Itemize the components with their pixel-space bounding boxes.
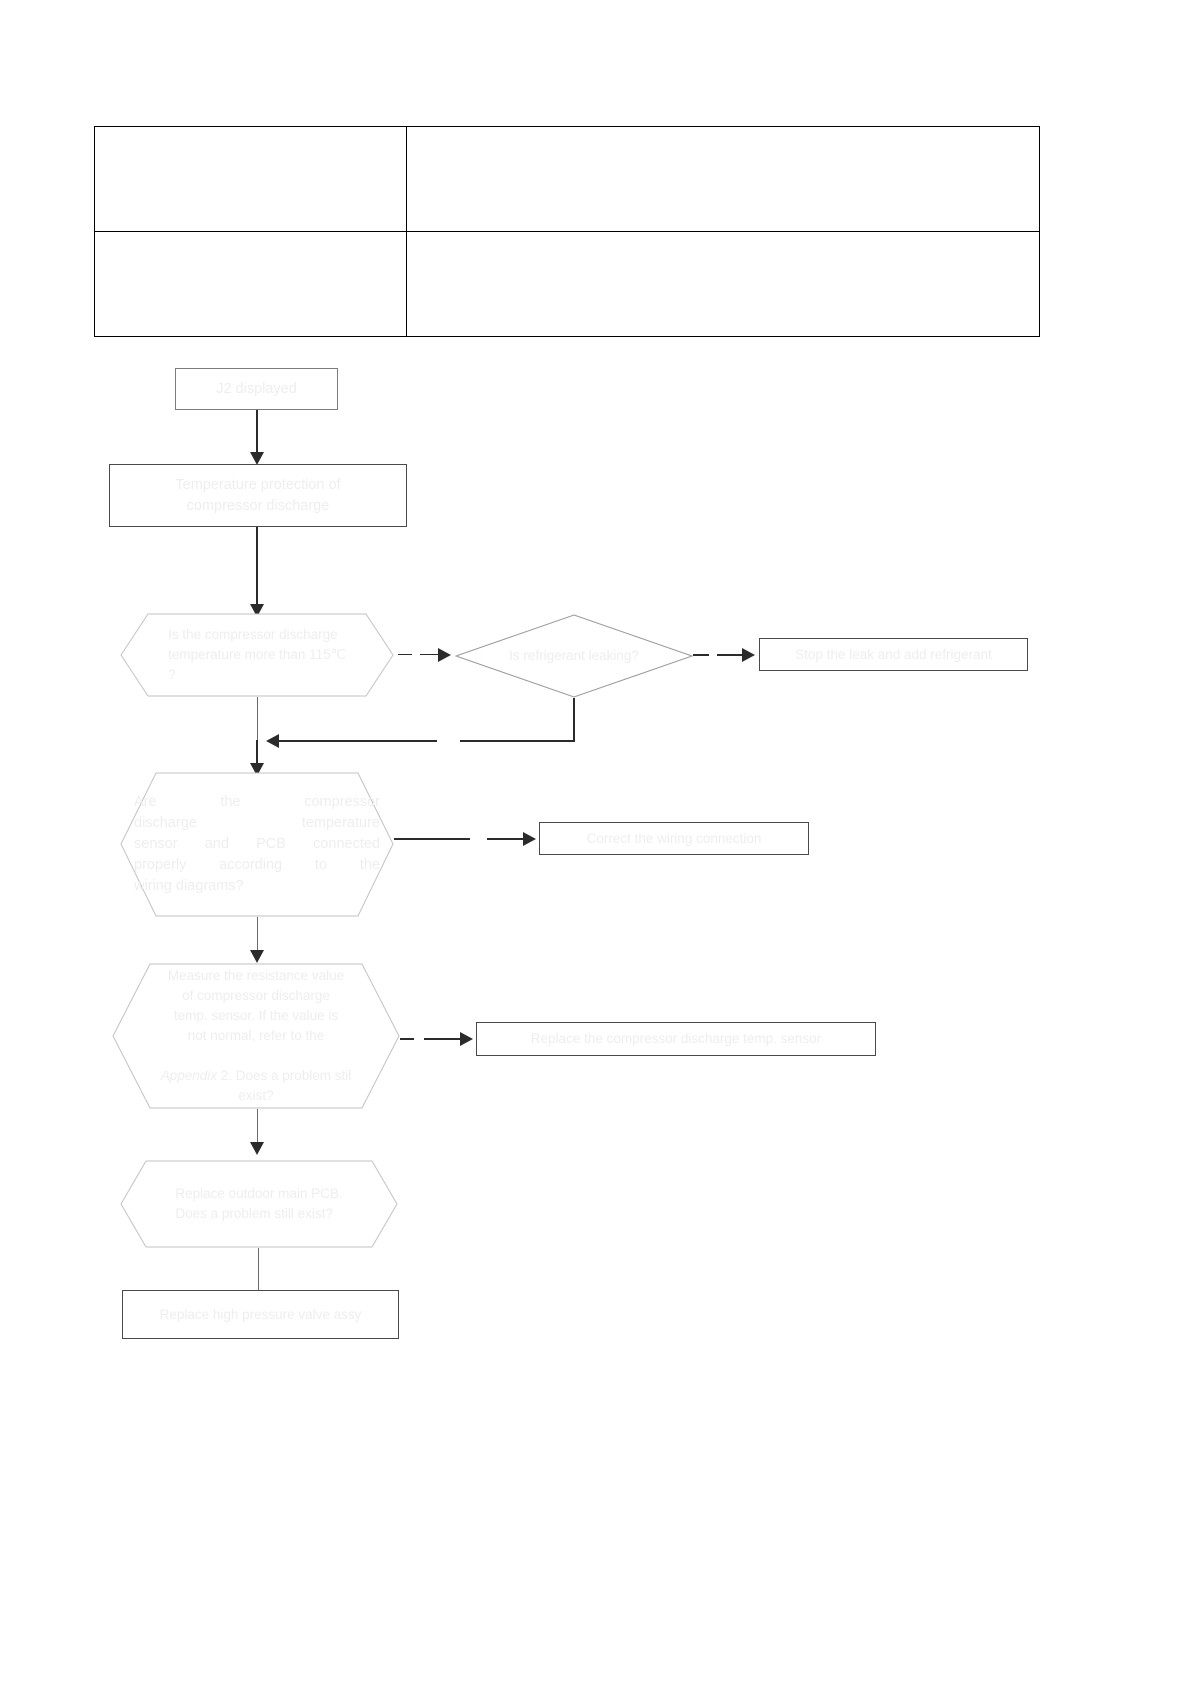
node-question-sensor-resistance[interactable]: Measure the resistance value of compress… — [112, 963, 400, 1109]
node-action-correct-wiring-label: Correct the wiring connection — [586, 830, 762, 846]
arrowhead-down — [250, 1142, 264, 1155]
arrowhead-left — [266, 734, 279, 748]
node-question-wiring-line-1: Are the compressor — [134, 794, 380, 810]
node-action-replace-sensor-label: Replace the compressor discharge temp. s… — [530, 1031, 822, 1046]
table-row — [94, 126, 1041, 232]
appendix-reference-rest: 2. Does a problem stil — [216, 1068, 352, 1083]
info-table — [94, 126, 1041, 337]
table-cell — [405, 126, 1041, 232]
node-question-refrigerant-leaking-label: Is refrigerant leaking? — [509, 648, 639, 663]
connector-resistance-to-action-2 — [424, 1038, 460, 1040]
hexagon-shape — [120, 1160, 398, 1248]
connector-leak-to-action — [693, 654, 709, 656]
arrowhead-right — [438, 648, 451, 662]
arrowhead-down — [250, 452, 264, 465]
connector-leak-down — [573, 698, 575, 742]
connector-qtemp-down — [257, 697, 259, 740]
node-action-stop-leak[interactable]: Stop the leak and add refrigerant — [759, 638, 1028, 671]
node-question-sensor-resistance-line-1: Measure the resistance value — [167, 968, 345, 983]
connector-pcb-down — [258, 1248, 260, 1290]
connector-qtemp-branch-dash — [398, 654, 412, 655]
node-question-sensor-resistance-line-5: Appendix 2. Does a problem stil — [153, 1046, 360, 1086]
connector-fault-to-qtemp — [256, 527, 258, 609]
node-action-replace-valve-label: Replace high pressure valve assy — [159, 1306, 362, 1322]
node-question-sensor-resistance-line-3: temp. sensor. If the value is — [173, 1008, 339, 1023]
node-question-sensor-resistance-line-2: of compressor discharge — [182, 988, 330, 1003]
connector-leak-back-horizontal — [460, 740, 574, 742]
node-action-replace-sensor[interactable]: Replace the compressor discharge temp. s… — [476, 1022, 876, 1056]
connector-leak-to-action-2 — [717, 654, 742, 656]
node-fault-temperature-protection[interactable]: Temperature protection of compressor dis… — [109, 464, 407, 527]
table-cell — [94, 126, 407, 232]
table-cell — [94, 231, 407, 337]
arrowhead-down — [250, 950, 264, 963]
node-question-refrigerant-leaking[interactable]: Is refrigerant leaking? — [454, 614, 694, 698]
node-fault-label: Temperature protection of compressor dis… — [175, 476, 341, 514]
hexagon-shape — [120, 613, 394, 697]
connector-resistance-to-action — [400, 1038, 414, 1040]
hexagon-shape — [120, 772, 394, 917]
arrowhead-right — [460, 1032, 473, 1046]
node-start-j2-displayed[interactable]: J2 displayed — [175, 368, 338, 410]
node-question-sensor-resistance-line-6: exist? — [238, 1088, 274, 1103]
connector-qtemp-branch-dash2 — [420, 654, 438, 655]
node-action-stop-leak-label: Stop the leak and add refrigerant — [795, 646, 992, 662]
node-start-label: J2 displayed — [216, 380, 297, 397]
node-question-wiring-line-5: wiring diagrams? — [134, 878, 244, 894]
diamond-shape — [454, 614, 694, 698]
appendix-reference: Appendix — [160, 1068, 217, 1083]
node-question-discharge-temperature-label: Is the compressor discharge temperature … — [168, 627, 346, 682]
arrowhead-right — [523, 832, 536, 846]
hexagon-shape — [112, 963, 400, 1109]
node-question-wiring-line-3: sensor and PCB connected — [134, 836, 380, 852]
node-question-discharge-temperature[interactable]: Is the compressor discharge temperature … — [120, 613, 394, 697]
connector-wiring-down — [257, 917, 259, 955]
connector-resistance-down — [257, 1109, 259, 1147]
node-question-replace-pcb[interactable]: Replace outdoor main PCB. Does a problem… — [120, 1160, 398, 1248]
node-question-wiring-line-4: properly according to the — [134, 857, 380, 873]
node-question-replace-pcb-label: Replace outdoor main PCB. Does a problem… — [175, 1186, 343, 1221]
node-action-correct-wiring[interactable]: Correct the wiring connection — [539, 822, 809, 855]
connector-spine-to-wiring — [256, 740, 258, 769]
table-cell — [405, 231, 1041, 337]
node-action-replace-valve[interactable]: Replace high pressure valve assy — [122, 1290, 399, 1339]
node-question-sensor-resistance-line-4: not normal, refer to the — [187, 1028, 325, 1043]
connector-wiring-to-action — [394, 838, 470, 840]
node-question-wiring-connection[interactable]: Are the compressor discharge temperature… — [120, 772, 394, 917]
connector-leak-back-horizontal-2 — [277, 740, 437, 742]
arrowhead-right — [742, 648, 755, 662]
table-row — [94, 231, 1041, 337]
connector-start-to-fault — [256, 410, 258, 458]
node-question-wiring-line-2: discharge temperature — [134, 815, 380, 831]
connector-wiring-to-action-2 — [487, 838, 523, 840]
